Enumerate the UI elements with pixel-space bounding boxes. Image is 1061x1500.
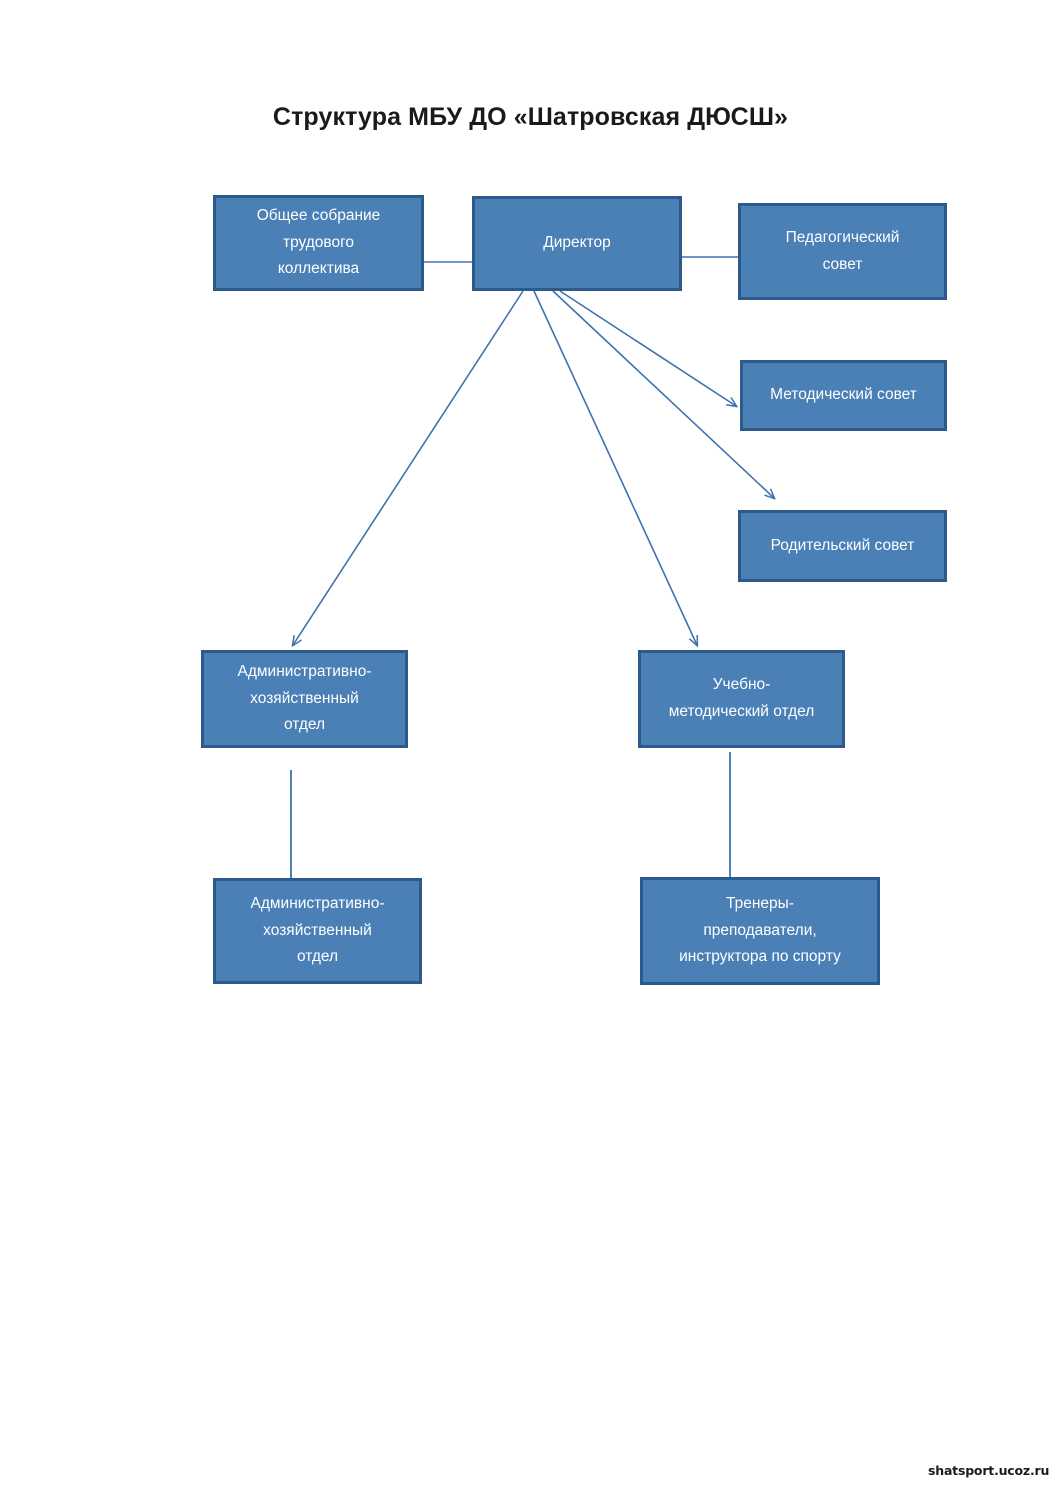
edge-director-to-methodical: [559, 290, 736, 406]
node-methodical-council-label: Методический совет: [770, 386, 917, 404]
page-title: Структура МБУ ДО «Шатровская ДЮСШ»: [272, 103, 789, 131]
node-pedagogical-council[interactable]: Педагогический совет: [738, 203, 947, 300]
node-parental-council[interactable]: Родительский совет: [738, 510, 947, 582]
node-administrative-economic-department-staff[interactable]: Административно- хозяйственный отдел: [213, 878, 422, 984]
node-director[interactable]: Директор: [472, 196, 682, 291]
edge-director-to-educational: [533, 290, 697, 645]
node-trainers-instructors[interactable]: Тренеры- преподаватели, инструктора по с…: [640, 877, 880, 985]
node-pedagogical-council-label: Педагогический совет: [785, 228, 900, 273]
node-general-assembly[interactable]: Общее собрание трудового коллектива: [213, 195, 424, 291]
edge-director-to-admin-economic: [293, 290, 524, 645]
node-administrative-economic-department-label: Административно- хозяйственный отдел: [237, 663, 372, 734]
node-trainers-instructors-label: Тренеры- преподаватели, инструктора по с…: [679, 895, 841, 966]
node-methodical-council[interactable]: Методический совет: [740, 360, 947, 431]
site-watermark: shatsport.ucoz.ru: [928, 1463, 1050, 1478]
node-administrative-economic-department[interactable]: Административно- хозяйственный отдел: [201, 650, 408, 748]
node-educational-methodical-department-label: Учебно- методический отдел: [668, 676, 815, 720]
node-administrative-economic-department-staff-label: Административно- хозяйственный отдел: [250, 895, 385, 966]
node-general-assembly-label: Общее собрание трудового коллектива: [256, 207, 381, 278]
node-educational-methodical-department[interactable]: Учебно- методический отдел: [638, 650, 845, 748]
node-parental-council-label: Родительский совет: [770, 536, 915, 554]
node-director-label: Директор: [543, 234, 611, 252]
